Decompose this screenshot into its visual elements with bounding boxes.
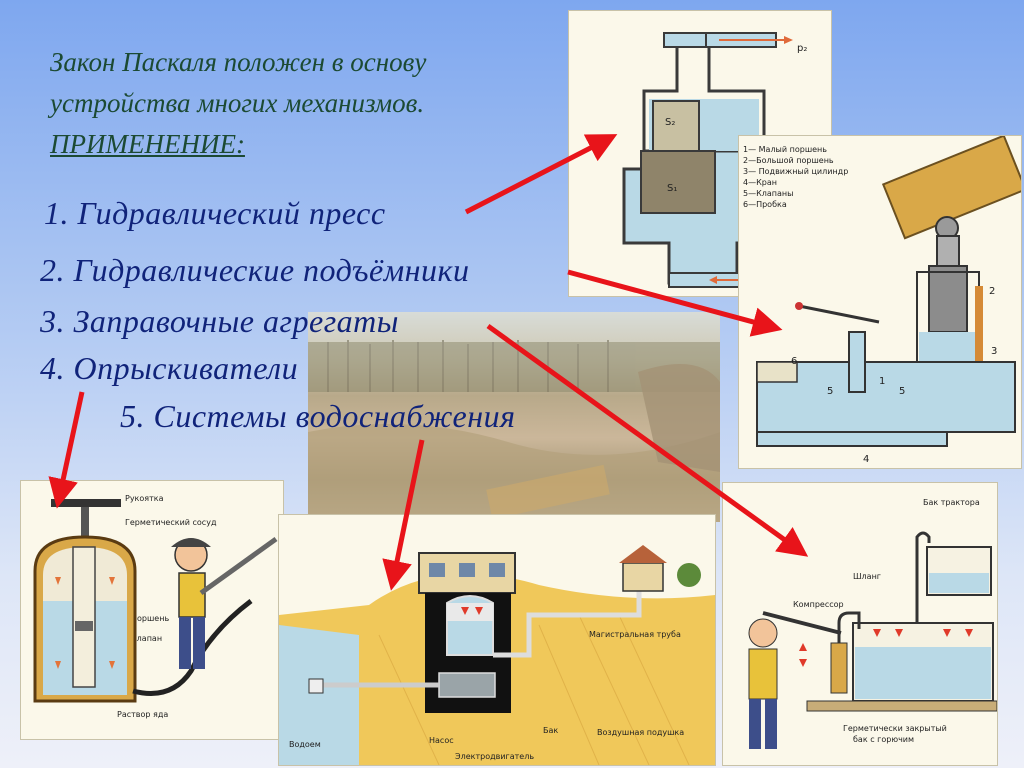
fuel-compressor-label: Компрессор — [793, 600, 844, 609]
arrow-to-sprayer — [48, 391, 85, 509]
svg-text:3— Подвижный цилиндр: 3— Подвижный цилиндр — [743, 167, 848, 176]
fuel-refill-diagram: Бак трактора Шланг Компрессор Герметичес… — [722, 482, 998, 766]
sprayer-svg: Рукоятка Герметический сосуд Поршень Кла… — [33, 494, 278, 719]
fuel-sealed-tank-label-2: бак с горючим — [853, 735, 914, 744]
fuel-refill-svg: Бак трактора Шланг Компрессор Герметичес… — [748, 498, 997, 749]
lift-num-1: 1 — [879, 376, 885, 387]
water-pump-label: Насос — [429, 736, 454, 745]
press-s1-label: S₁ — [667, 183, 677, 194]
quarry-photo-svg — [308, 340, 720, 522]
svg-text:6—Пробка: 6—Пробка — [743, 200, 787, 209]
water-motor-label: Электродвигатель — [455, 752, 534, 761]
hydraulic-lift-diagram: 1— Малый поршень 2—Большой поршень 3— По… — [738, 135, 1022, 469]
sprayer-piston-label: Поршень — [131, 614, 169, 623]
water-main-pipe-label: Магистральная труба — [589, 630, 681, 639]
press-s2-label: S₂ — [665, 117, 675, 128]
lift-num-5a: 5 — [827, 386, 833, 397]
intro-line-2: устройства многих механизмов. — [50, 88, 425, 118]
lift-num-4: 4 — [863, 454, 869, 465]
intro-line-1: Закон Паскаля положен в основу — [50, 47, 427, 77]
lift-num-6: 6 — [791, 356, 797, 367]
water-reservoir-label: Водоем — [289, 740, 321, 749]
sprayer-handle-label: Рукоятка — [125, 494, 164, 503]
application-hydraulic-lifts: 2. Гидравлические подъёмники — [40, 252, 470, 288]
fuel-hose-label: Шланг — [853, 572, 881, 581]
svg-text:2—Большой поршень: 2—Большой поршень — [743, 156, 834, 165]
intro-text: Закон Паскаля положен в основу устройств… — [50, 42, 550, 165]
sprayer-diagram: Рукоятка Герметический сосуд Поршень Кла… — [20, 480, 284, 740]
svg-text:5—Клапаны: 5—Клапаны — [743, 189, 793, 198]
svg-text:1— Малый поршень: 1— Малый поршень — [743, 145, 827, 154]
lift-num-3: 3 — [991, 346, 997, 357]
application-sprayers: 4. Опрыскиватели — [40, 350, 299, 386]
press-p2-label: p₂ — [797, 43, 807, 54]
water-tank-label: Бак — [543, 726, 558, 735]
sprayer-valve-label: Клапан — [131, 634, 162, 643]
fuel-tractor-tank-label: Бак трактора — [923, 498, 980, 507]
lift-legend: 1— Малый поршень 2—Большой поршень 3— По… — [743, 145, 848, 209]
water-supply-svg: Магистральная труба Водоем Насос Бак Воз… — [279, 545, 715, 765]
svg-text:4—Кран: 4—Кран — [743, 178, 777, 187]
water-supply-diagram: Магистральная труба Водоем Насос Бак Воз… — [278, 514, 716, 766]
sprayer-solution-label: Раствор яда — [117, 710, 168, 719]
application-hydraulic-press: 1. Гидравлический пресс — [44, 195, 386, 231]
sprayer-vessel-label: Герметический сосуд — [125, 518, 217, 527]
fuel-sealed-tank-label-1: Герметически закрытый — [843, 724, 947, 733]
lift-num-2: 2 — [989, 286, 995, 297]
quarry-photo — [308, 312, 720, 522]
hydraulic-lift-svg: 1— Малый поршень 2—Большой поршень 3— По… — [743, 136, 1021, 465]
intro-heading: ПРИМЕНЕНИЕ: — [50, 129, 245, 159]
lift-num-5b: 5 — [899, 386, 905, 397]
water-air-cushion-label: Воздушная подушка — [597, 728, 684, 737]
